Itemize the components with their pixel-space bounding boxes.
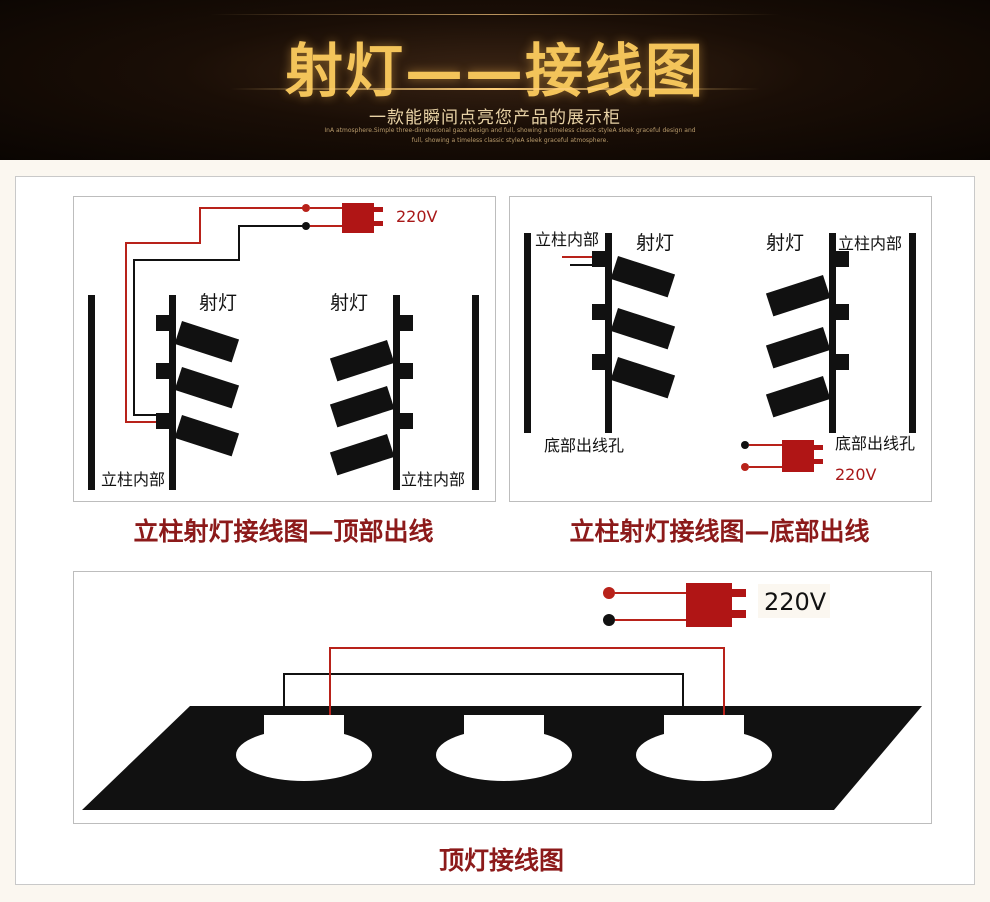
terminal-black [741,441,749,449]
diagram-bottom-outlet: 220V 射灯 射灯 立柱内部 立柱内部 底部出线孔 底部出线孔 [509,196,932,502]
plug-icon [342,203,383,233]
diagram-ceiling: 220V [73,571,932,824]
caption-top-outlet: 立柱射灯接线图—顶部出线 [133,517,434,546]
pillar-right [393,295,479,490]
pillar-label-left: 立柱内部 [101,470,165,489]
terminal-red [741,463,749,471]
voltage-background [758,584,830,618]
spot-label-right: 射灯 [330,292,368,314]
voltage-label: 220V [396,207,438,226]
terminal-red [302,204,310,212]
title-underline [230,88,760,90]
terminal-red [603,587,615,599]
diagram-top-outlet: 220V 射灯 射灯 立柱内部 立柱内部 [73,196,496,502]
page-subtitle: 一款能瞬间点亮您产品的展示柜 [369,108,621,128]
plug-icon [782,440,823,472]
page-tagline: InA atmosphere.Simple three-dimensional … [324,127,696,144]
caption-bottom-outlet: 立柱射灯接线图—底部出线 [569,517,870,546]
wire-black [283,673,684,715]
plug-icon [686,583,746,627]
spot-label-left: 射灯 [199,292,237,314]
header-banner: 射灯——接线图 一款能瞬间点亮您产品的展示柜 InA atmosphere.Si… [0,0,990,160]
content-frame: 220V 射灯 射灯 立柱内部 立柱内部 立柱射灯接线图—顶部出线 [15,176,975,885]
terminal-black [302,222,310,230]
pillar-label-right: 立柱内部 [401,470,465,489]
spotlights-right [765,251,849,418]
banner-top-line [210,14,780,15]
spotlights-right [329,315,413,476]
pillar-left [88,295,176,490]
pillar-label-left: 立柱内部 [535,230,599,249]
terminal-black [603,614,615,626]
ceiling-lights [236,715,772,781]
outlet-label-left: 底部出线孔 [544,436,624,455]
voltage-label: 220V [764,588,827,616]
voltage-label: 220V [835,465,877,484]
pillar-left [524,233,612,433]
outlet-label-right: 底部出线孔 [835,434,915,453]
spotlights-left [156,315,240,457]
caption-ceiling: 顶灯接线图 [438,846,564,875]
wire-red [329,647,725,715]
spotlights-left [592,251,676,399]
pillar-label-right: 立柱内部 [838,234,902,253]
wire-red [125,207,306,423]
spot-label-left: 射灯 [636,232,674,254]
pillar-right [829,233,916,433]
wire-black [133,225,306,416]
spot-label-right: 射灯 [766,232,804,254]
page-title: 射灯——接线图 [284,37,705,105]
